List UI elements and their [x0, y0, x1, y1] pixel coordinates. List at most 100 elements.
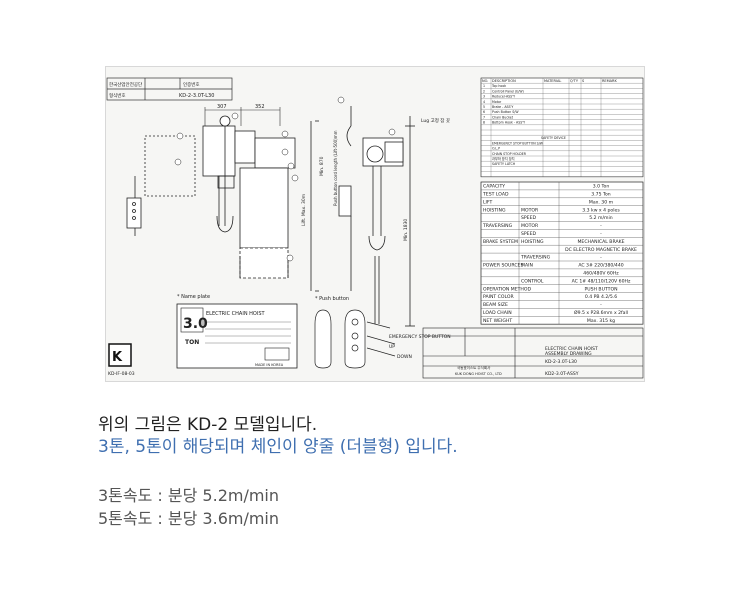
- spec-value: 0.4 PB 4.2/5.6: [585, 294, 617, 300]
- part-number: 8: [483, 121, 485, 125]
- drawing-number: KD-IF-08-03: [108, 371, 135, 377]
- parts-header: NO.: [482, 79, 488, 83]
- spec-label: NET WEIGHT: [483, 318, 512, 324]
- dim-lift: Lift. Max. 30m: [301, 194, 307, 226]
- header-box: [106, 77, 233, 101]
- spec-value: Max. 315 kg: [587, 318, 615, 324]
- part-number: 5: [483, 105, 485, 109]
- part-description: Controll Panel (E/W): [492, 89, 524, 93]
- parts-header: MATERIAL: [544, 79, 561, 83]
- part-number: 1: [483, 84, 485, 88]
- header-label-1: 한국산업안전공단: [109, 81, 142, 88]
- push-button-drawing: [314, 309, 396, 369]
- part-description: Brake - ASS'Y: [492, 105, 513, 109]
- spec-value: 3.75 Ton: [591, 192, 611, 198]
- part-number: 6: [483, 110, 485, 114]
- title-block-4: KD2-3.0T-ASSY: [545, 371, 579, 377]
- title-block-1: ELECTRIC CHAIN HOIST: [545, 346, 598, 352]
- kc-logo: K: [108, 343, 132, 367]
- part-description: Chain Bucket: [492, 115, 514, 119]
- company-kr: 국동호이스트 주식회사: [457, 365, 491, 370]
- nameplate-unit: TON: [185, 339, 199, 346]
- safety-item: O.L.P: [492, 147, 500, 151]
- emergency-label: EMERGENCY STOP BUTTON: [389, 334, 451, 340]
- spec-value: PUSH BUTTON: [584, 286, 617, 292]
- spec-value: Max. 30 m: [589, 199, 614, 205]
- spec-value: DC ELECTRO MAGNETIC BRAKE: [565, 247, 637, 253]
- part-number: 4: [483, 100, 485, 104]
- spec-label: HOISTING: [483, 207, 506, 213]
- spec-label: POWER SOURCES: [483, 263, 523, 269]
- spec-label: LOAD CHAIN: [483, 310, 512, 316]
- part-number: 7: [483, 115, 485, 119]
- spec-label: LIFT: [483, 199, 492, 205]
- svg-text:K: K: [112, 350, 123, 365]
- spec-label: TRAVERSING: [482, 223, 513, 229]
- spec-value: -: [600, 232, 602, 237]
- up-label: UP: [389, 344, 395, 350]
- down-label: DOWN: [397, 354, 412, 360]
- nameplate: [176, 303, 298, 369]
- nameplate-title: ELECTRIC CHAIN HOIST: [206, 311, 265, 317]
- drawing-svg: 한국산업안전공단 인증번호 형식번호 KD-2-3.0T-L30 307 352: [106, 77, 644, 379]
- spec-sublabel: MOTOR: [521, 223, 539, 229]
- spec-sublabel: SPEED: [521, 231, 536, 237]
- lug-label: Lug 고정 잠 꼿: [421, 117, 450, 124]
- safety-item: SAFETY LATCH: [492, 162, 516, 166]
- description-line-1: 위의 그림은 KD-2 모델입니다.: [98, 415, 318, 435]
- part-description: Motor: [492, 100, 502, 104]
- part-number: 3: [483, 95, 485, 99]
- header-label-2: 인증번호: [183, 81, 200, 88]
- spec-value: Ø9.5 x P28.6mm x 2fall: [574, 309, 628, 316]
- parts-header: Q'TY: [570, 79, 579, 83]
- spec-value: -: [600, 303, 602, 308]
- safety-item: CHAIN STOP HOLDER: [492, 152, 527, 156]
- nameplate-note: * Name plate: [177, 294, 210, 300]
- spec-label: TEST LOAD: [482, 192, 509, 198]
- part-description: Reducer-ASS'Y: [492, 95, 515, 99]
- title-block-3: KD-2-3.0T-L30: [545, 359, 577, 365]
- spec-label: OPERATION METHOD: [483, 286, 531, 292]
- spec-sublabel: TRAVERSING: [520, 255, 551, 261]
- parts-header: DESCRIPTION: [492, 79, 516, 83]
- header-label-3: 형식번호: [109, 92, 126, 99]
- spec-value: MECHANICAL BRAKE: [577, 239, 624, 245]
- title-block-2: ASSEMBLY DRAWING: [545, 351, 592, 357]
- spec-value: -: [600, 256, 602, 261]
- spec-sublabel: HOISTING: [521, 239, 544, 245]
- dim-cord: Push button cord length (Lift-500)mm: [333, 130, 338, 206]
- safety-title: SAFETY DEVICE: [541, 136, 566, 140]
- parts-header: S: [582, 79, 585, 83]
- spec-label: CAPACITY: [483, 184, 505, 190]
- safety-item: 과부하 방지 장치: [492, 156, 515, 161]
- hoist-front-view: [126, 115, 296, 279]
- spec-sublabel: MAIN: [521, 263, 533, 269]
- dim-min: Min. 870: [319, 156, 325, 176]
- spec-label: BRAKE SYSTEM: [483, 239, 518, 245]
- company: KUK DONG HOIST CO., LTD: [455, 372, 502, 376]
- spec-value: AC 3# 220/380/440: [578, 263, 623, 269]
- spec-value: 3.3 kw x 4 poles: [582, 207, 620, 213]
- spec-value: 5.2 m/min: [589, 215, 613, 221]
- spec-sublabel: CONTROL: [521, 278, 544, 284]
- spec-label: BEAM SIZE: [483, 302, 508, 308]
- hoist-assembly-drawing: 한국산업안전공단 인증번호 형식번호 KD-2-3.0T-L30 307 352: [105, 66, 645, 382]
- spec-value: -: [600, 224, 602, 229]
- spec-value: AC 1# 48/110/120V 60Hz: [572, 278, 631, 284]
- part-number: 2: [483, 89, 485, 93]
- description-line-2: 3톤, 5톤이 해당되며 체인이 양줄 (더블형) 입니다.: [98, 437, 458, 457]
- model-code: KD-2-3.0T-L30: [179, 93, 214, 99]
- speed-5ton: 5톤속도 : 분당 3.6m/min: [98, 509, 280, 528]
- parts-header: REMARK: [602, 79, 617, 83]
- speed-3ton: 3톤속도 : 분당 5.2m/min: [98, 486, 280, 505]
- safety-item: EMERGENCY STOP BUTTON S/W: [492, 141, 544, 145]
- part-description: Push Button S/W: [492, 110, 519, 114]
- spec-value: 460/480V 60Hz: [583, 271, 619, 277]
- nameplate-maker: MADE IN KOREA: [255, 363, 284, 367]
- part-description: Bottom Hook - ASS'Y: [492, 121, 525, 125]
- part-description: Top hook: [491, 84, 506, 88]
- spec-sublabel: SPEED: [521, 215, 536, 221]
- spec-label: PAINT COLOR: [483, 294, 515, 300]
